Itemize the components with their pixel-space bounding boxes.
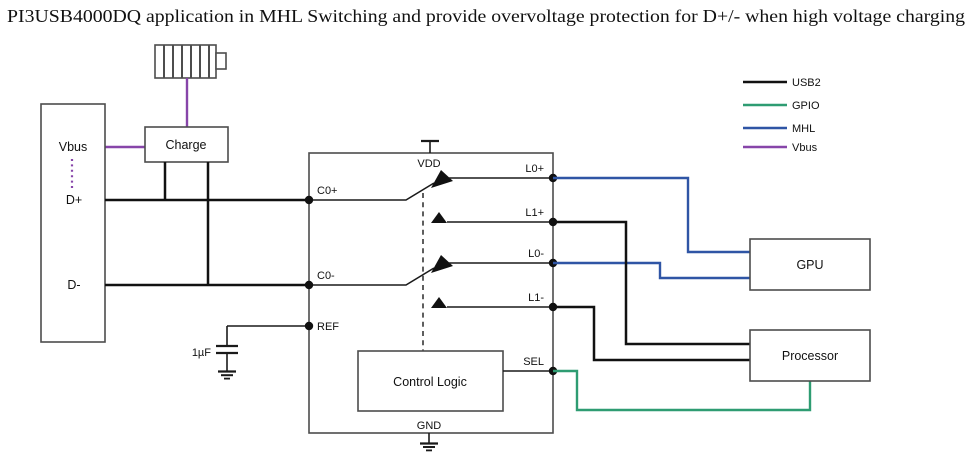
page-title: PI3USB4000DQ application in MHL Switchin… [7,6,965,26]
switch1-l1p-contact-arrow [431,212,447,223]
switch1-wiper-arrow [431,170,453,188]
ic-pi3usb4000dq: VDD GND Control Logic C0+ C0- REF L0+ L1… [304,139,558,452]
control-logic-label: Control Logic [393,375,467,389]
switch2-l1m-contact-arrow [431,297,447,308]
wire-gpio-sel-to-processor [553,369,812,412]
legend-label-usb2: USB2 [792,77,821,89]
gpu-label: GPU [796,258,823,272]
pin-label-l1p: L1+ [525,207,544,219]
charge-outline [144,126,229,163]
wires-right [553,176,812,412]
connector-dplus-label: D+ [66,193,82,207]
switch2-pole [309,267,435,286]
charge-label: Charge [166,138,207,152]
processor-label: Processor [782,349,838,363]
capacitor-value-label: 1µF [192,347,211,359]
switch1-pole [309,182,435,201]
legend-label-gpio: GPIO [792,100,820,112]
processor-outline [749,329,871,382]
battery-body [154,44,217,79]
battery-icon [154,44,227,79]
pin-label-l0m: L0- [528,248,544,260]
pin-label-sel: SEL [523,356,544,368]
wire-mhl-l0m-to-gpu [553,261,750,280]
battery-terminal [215,52,227,70]
legend: USB2 GPIO MHL Vbus [743,77,821,154]
pin-label-c0p: C0+ [317,185,338,197]
pin-label-ref: REF [317,321,339,333]
pin-label-l1m: L1- [528,292,544,304]
charge-block: Charge [144,126,229,163]
processor-block: Processor [749,329,871,382]
wire-mhl-l0p-to-gpu [553,176,750,254]
usb2-wires-left [105,162,309,287]
vdd-label: VDD [417,158,440,170]
pin-label-c0m: C0- [317,270,335,282]
connector-outline [40,103,106,343]
pin-label-l0p: L0+ [525,163,544,175]
switch2-wiper-arrow [431,255,453,273]
gpu-outline [749,238,871,291]
gnd-label: GND [417,420,442,432]
pin-dot-c0m [304,280,314,290]
wire-usb2-l1p-to-processor [553,220,750,346]
pin-dot-c0p [304,195,314,205]
usb-connector-box: Vbus D+ D- [40,103,106,343]
ref-capacitor: 1µF [192,325,309,380]
control-logic-outline [357,350,504,412]
wire-usb2-l1m-to-processor [553,305,750,362]
legend-label-vbus: Vbus [792,142,818,154]
legend-label-mhl: MHL [792,123,815,135]
connector-dminus-label: D- [67,278,80,292]
pin-dot-ref [304,321,314,331]
battery-cells [163,45,210,78]
connector-vbus-label: Vbus [59,140,88,154]
gpu-block: GPU [749,238,871,291]
